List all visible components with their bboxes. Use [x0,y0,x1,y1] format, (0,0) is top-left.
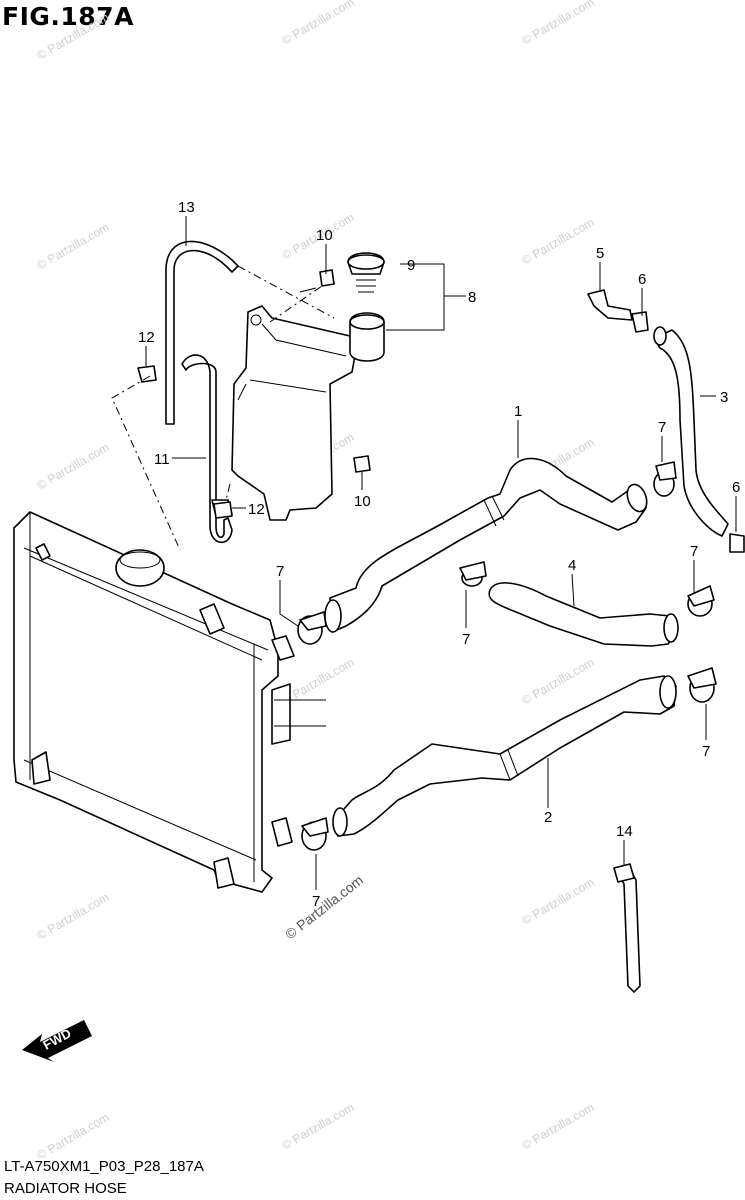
watermark-main: © Partzilla.com [282,872,366,943]
callout-7: 7 [312,893,320,910]
fwd-arrow-icon: FWD [22,1020,92,1062]
figure-name: RADIATOR HOSE [4,1180,127,1197]
watermark: © Partzilla.com [35,1110,112,1163]
watermark: © Partzilla.com [520,0,597,48]
fitting-5 [587,289,649,333]
hose-4 [488,582,679,647]
hose-3 [653,326,729,537]
callout-9: 9 [407,257,415,274]
assembly-lines [111,265,335,551]
clip-6 [137,365,745,553]
callouts: 13 10 9 8 5 6 3 1 7 12 11 12 10 6 7 7 4 … [138,199,740,910]
callout-11: 11 [154,451,170,468]
callout-12: 12 [138,329,155,346]
callout-2: 2 [544,809,552,826]
callout-8: 8 [468,289,476,306]
callout-6: 6 [732,479,740,496]
callout-3: 3 [720,389,728,406]
watermark: © Partzilla.com [520,875,597,928]
watermark: © Partzilla.com [520,655,597,708]
clamp-7 [297,461,717,851]
callout-7: 7 [702,743,710,760]
watermark: © Partzilla.com [280,0,357,48]
figure-title: FIG.187A [2,2,134,31]
callout-10: 10 [316,227,333,244]
callout-12: 12 [248,501,265,518]
watermark: © Partzilla.com [520,1100,597,1153]
callout-7: 7 [658,419,666,436]
watermark: © Partzilla.com [35,440,112,493]
callout-1: 1 [514,403,522,420]
figure-code: LT-A750XM1_P03_P28_187A [4,1158,204,1175]
watermark: © Partzilla.com [520,215,597,268]
callout-7: 7 [276,563,284,580]
reservoir-tank [231,252,385,521]
watermark: © Partzilla.com [280,1100,357,1153]
leader-lines [145,216,737,890]
callout-10: 10 [354,493,371,510]
callout-7: 7 [690,543,698,560]
callout-7: 7 [462,631,470,648]
callout-14: 14 [616,823,633,840]
watermark: © Partzilla.com [35,220,112,273]
hose-13 [165,240,239,425]
callout-13: 13 [178,199,195,216]
callout-5: 5 [596,245,604,262]
watermark: © Partzilla.com [35,890,112,943]
callout-6: 6 [638,271,646,288]
cable-tie-14 [613,863,641,993]
watermark: © Partzilla.com [35,10,112,63]
hose-2 [332,675,677,837]
callout-4: 4 [568,557,576,574]
radiator [13,511,326,893]
hose-1 [324,457,648,633]
